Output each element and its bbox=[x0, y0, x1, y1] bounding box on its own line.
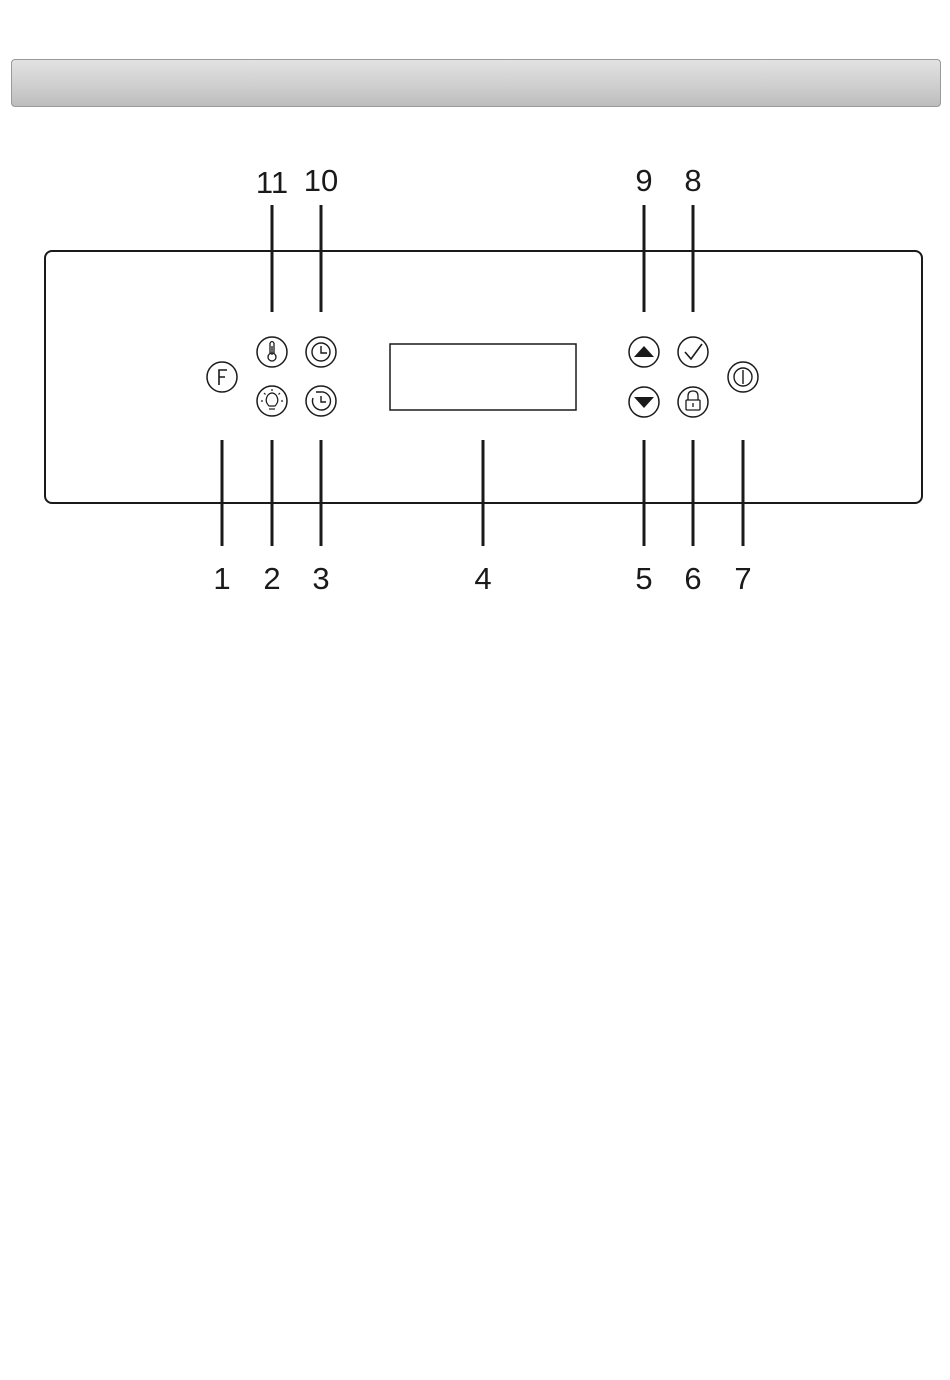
callout-number-9: 9 bbox=[635, 163, 652, 198]
callout-number-7: 7 bbox=[734, 561, 751, 596]
lock-button bbox=[678, 387, 708, 417]
temperature-button bbox=[257, 337, 287, 367]
lamp-button bbox=[257, 386, 287, 416]
callout-number-4: 4 bbox=[474, 561, 491, 596]
callout-number-3: 3 bbox=[312, 561, 329, 596]
callout-number-6: 6 bbox=[684, 561, 701, 596]
callout-number-1: 1 bbox=[213, 561, 230, 596]
callout-number-8: 8 bbox=[684, 163, 701, 198]
function-button bbox=[207, 362, 237, 392]
down-button bbox=[629, 387, 659, 417]
power-button bbox=[728, 362, 758, 392]
callout-number-10: 10 bbox=[304, 163, 338, 198]
callout-number-11: 11 bbox=[256, 165, 288, 200]
confirm-button bbox=[678, 337, 708, 367]
callout-number-2: 2 bbox=[263, 561, 280, 596]
timer-button bbox=[306, 337, 336, 367]
callout-number-5: 5 bbox=[635, 561, 652, 596]
display-window bbox=[390, 344, 576, 410]
up-button bbox=[629, 337, 659, 367]
end-time-button bbox=[306, 386, 336, 416]
